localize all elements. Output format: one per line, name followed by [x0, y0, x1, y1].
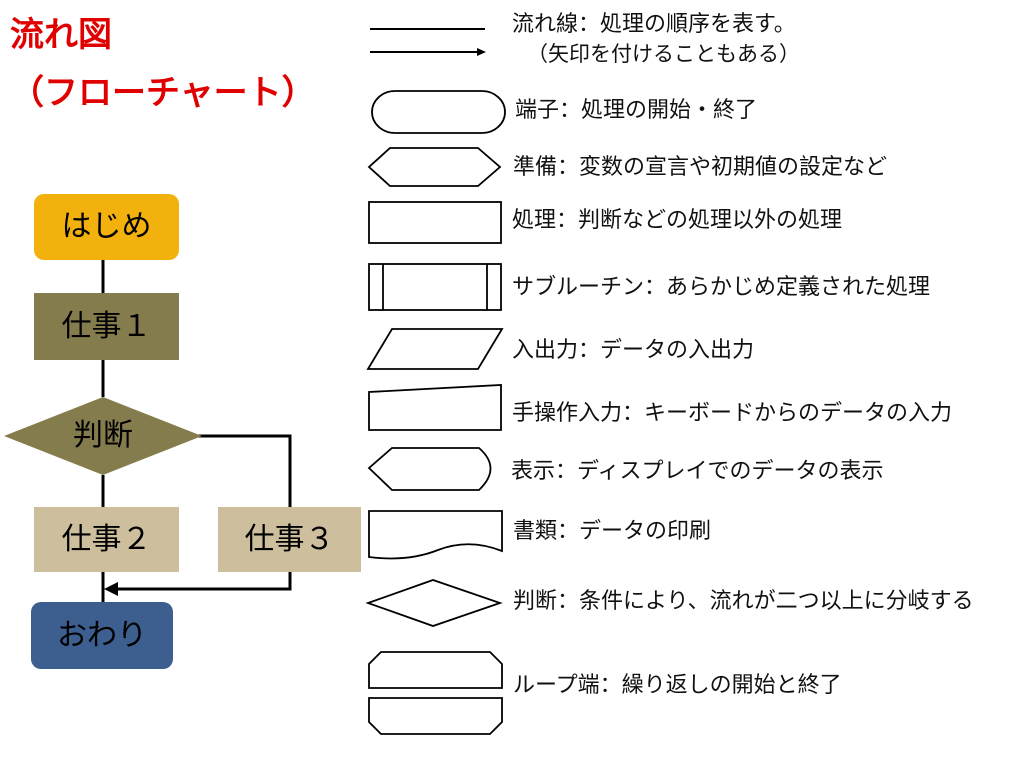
flow-line-note: （矢印を付けることもある） [527, 42, 800, 66]
merge-arrowhead [104, 582, 118, 596]
document-description: 書類：データの印刷 [513, 519, 712, 544]
loop-limit-bottom-symbol [368, 697, 503, 735]
decision-node [4, 397, 202, 475]
input-output-symbol [366, 328, 504, 370]
display-description: 表示：ディスプレイでのデータの表示 [511, 459, 884, 484]
manual-input-symbol [368, 384, 502, 431]
task3-node [218, 507, 361, 572]
end-node [31, 602, 173, 669]
input-output-description: 入出力：データの入出力 [512, 338, 755, 363]
display-symbol [367, 447, 492, 491]
subroutine-description: サブルーチン：あらかじめ定義された処理 [512, 275, 931, 300]
connector-decision-task3 [190, 434, 292, 509]
flow-line-description: 流れ線：処理の順序を表す。 [512, 12, 796, 37]
flow-arrowhead-icon [477, 48, 486, 56]
manual-input-description: 手操作入力：キーボードからのデータの入力 [512, 401, 953, 426]
loop-limit-description: ループ端：繰り返しの開始と終了 [513, 673, 842, 698]
start-node [34, 194, 179, 260]
terminal-symbol [371, 90, 506, 134]
process-description: 処理：判断などの処理以外の処理 [512, 208, 843, 233]
task2-node [34, 507, 179, 572]
document-symbol [368, 510, 503, 560]
preparation-symbol [367, 147, 502, 187]
task1-node [34, 293, 179, 360]
decision-symbol [365, 579, 503, 627]
loop-limit-top-symbol [368, 651, 503, 689]
title-line-1: 流れ図 [10, 15, 112, 55]
preparation-description: 準備：変数の宣言や初期値の設定など [513, 155, 888, 180]
title-line-2: （フローチャート） [10, 73, 316, 113]
connector-task3-merge [116, 571, 292, 591]
decision-description: 判断：条件により、流れが二つ以上に分岐する [513, 589, 974, 614]
terminal-description: 端子：処理の開始・終了 [515, 98, 758, 123]
subroutine-symbol [368, 263, 502, 311]
process-symbol [368, 201, 502, 244]
